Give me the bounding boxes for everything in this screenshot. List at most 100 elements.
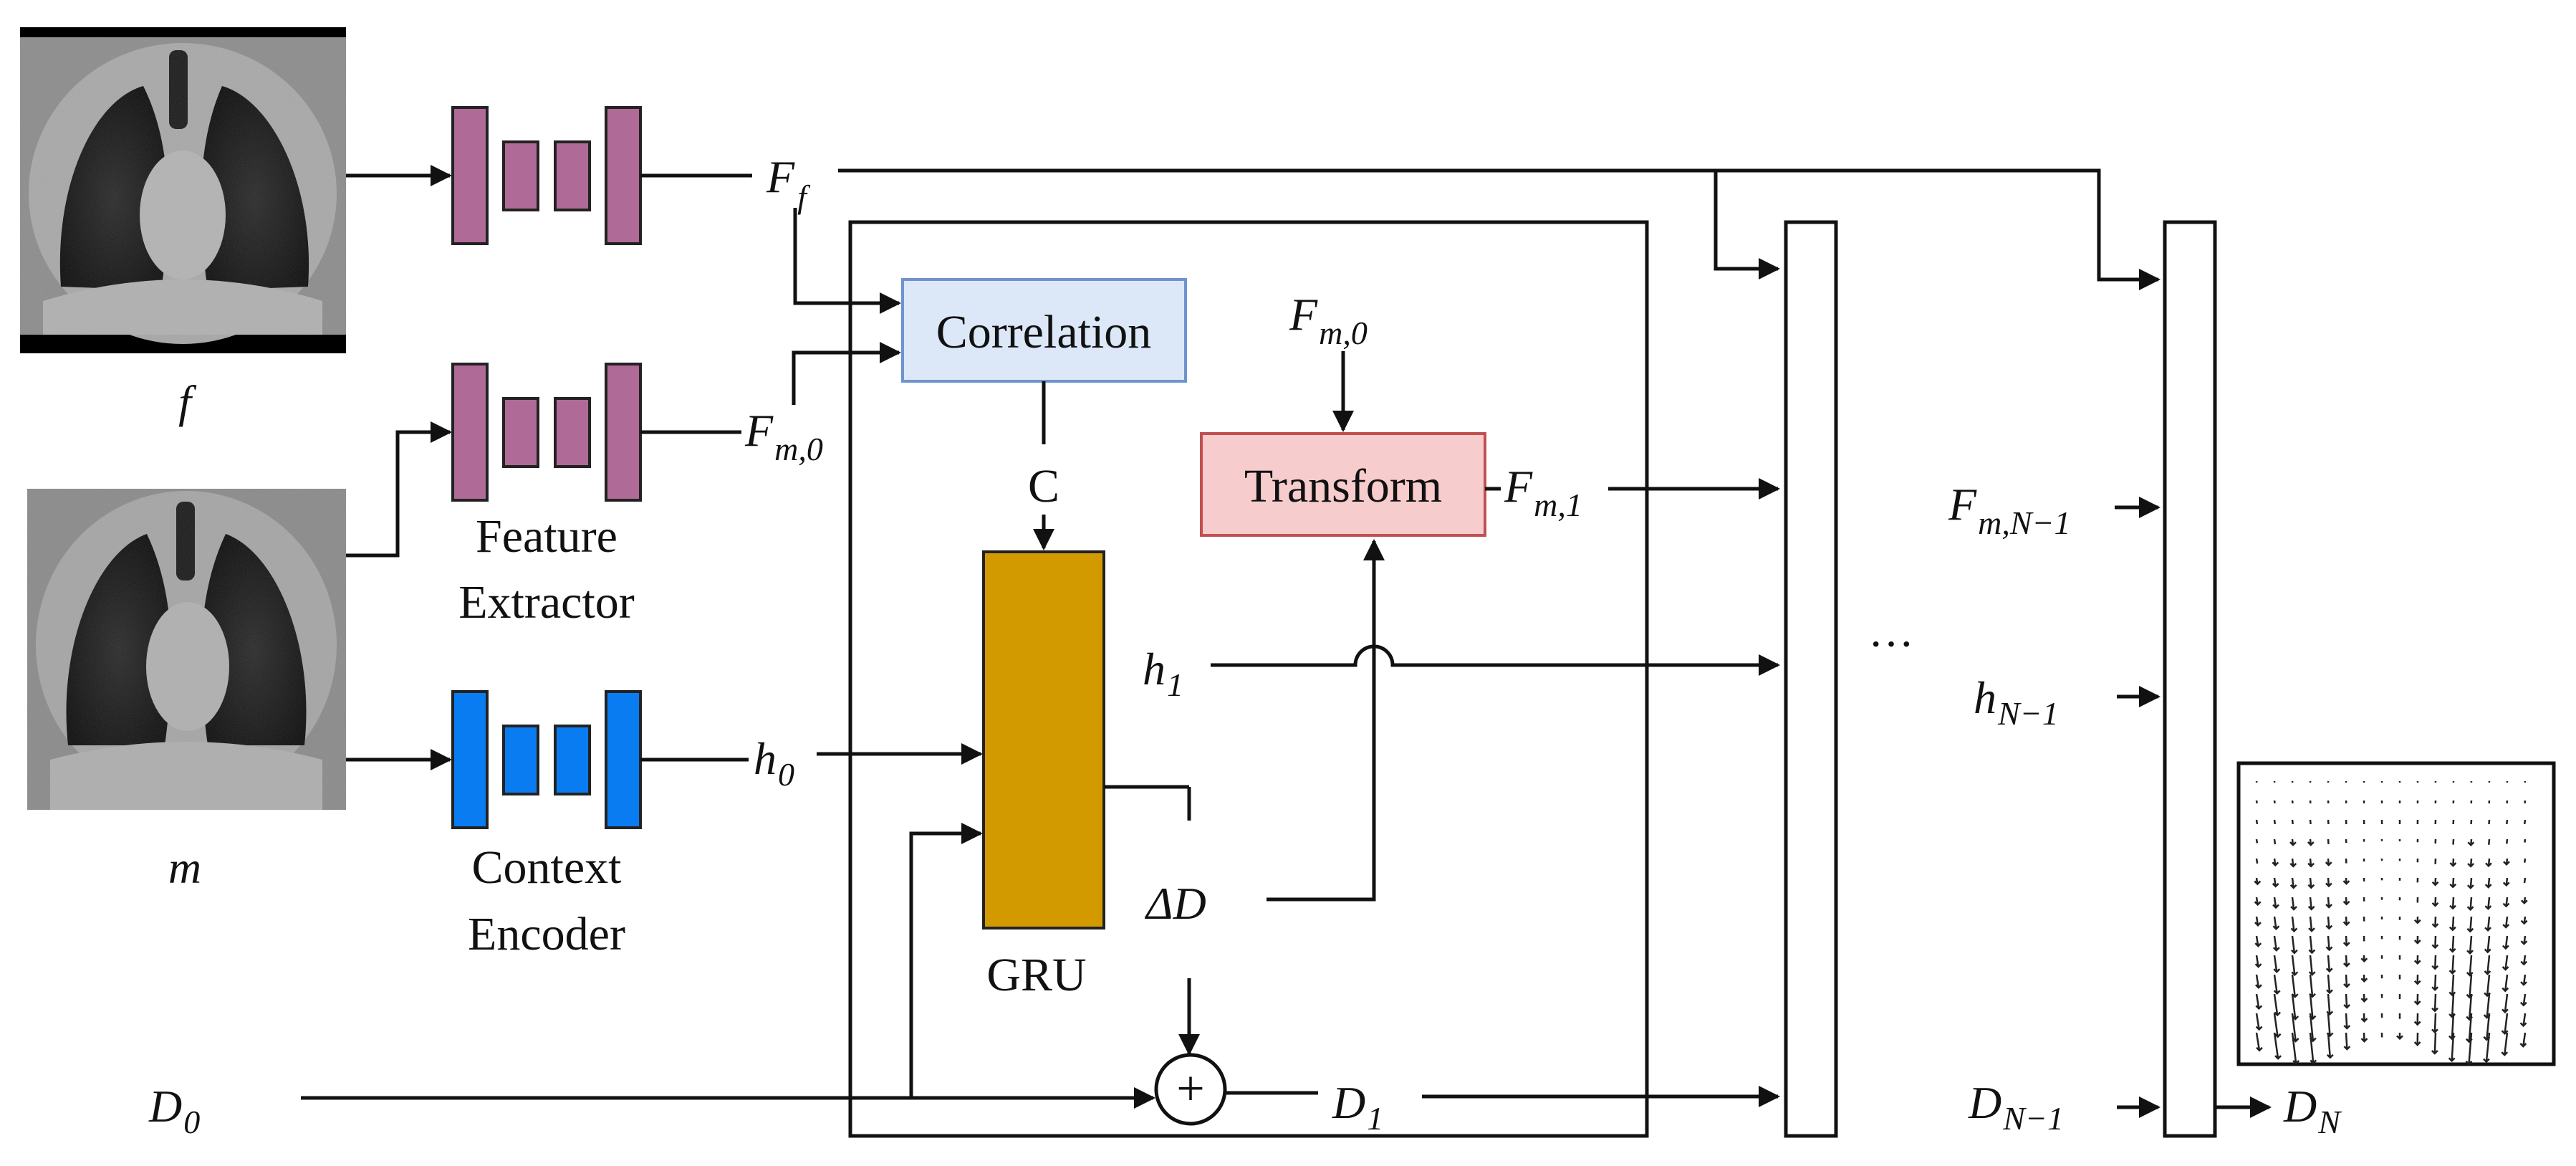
quiver-arrow <box>2327 838 2330 844</box>
quiver-arrow <box>2327 993 2331 1015</box>
quiver-arrowhead <box>2307 862 2315 868</box>
quiver-arrow <box>2504 1032 2509 1056</box>
deformation-field <box>2236 761 2556 1066</box>
quiver-arrow <box>2345 916 2347 925</box>
label-hN1: hN−1 <box>1974 672 2059 732</box>
quiver-arrow <box>2291 819 2294 825</box>
quiver-arrowhead <box>2485 862 2492 868</box>
label-Ff: Ff <box>766 151 811 215</box>
quiver-arrow <box>2345 935 2348 946</box>
quiver-arrow <box>2309 993 2314 1019</box>
quiver-arrow <box>2309 935 2313 953</box>
quiver-arrowhead <box>2255 1005 2263 1010</box>
quiver-arrowhead <box>2289 862 2297 868</box>
quiver-arrow <box>2273 1013 2279 1037</box>
context-encoder-label-2: Encoder <box>468 908 625 960</box>
quiver-arrowhead <box>2413 1041 2421 1046</box>
quiver-arrowhead <box>2343 983 2350 988</box>
label-Fm0-left: Fm,0 <box>744 405 823 467</box>
quiver-arrow <box>2345 993 2348 1008</box>
quiver-arrow <box>2327 974 2331 993</box>
context-encoder <box>451 690 642 829</box>
fixed-ct-image <box>20 27 346 353</box>
quiver-arrow <box>2434 955 2437 969</box>
quiver-arrowhead <box>2484 884 2492 889</box>
quiver-arrow <box>2451 993 2455 1018</box>
label-h0: h0 <box>754 733 794 793</box>
quiver-arrowhead <box>2360 978 2368 983</box>
quiver-arrowhead <box>2272 861 2279 867</box>
quiver-arrow <box>2451 897 2455 909</box>
iteration-block-N <box>2163 220 2217 1138</box>
quiver-arrowhead <box>2413 960 2421 965</box>
quiver-arrow <box>2327 897 2330 908</box>
quiver-arrow <box>2345 955 2348 967</box>
quiver-arrow <box>2291 897 2295 910</box>
quiver-arrowhead <box>2360 998 2368 1003</box>
quiver-arrow <box>2255 993 2260 1009</box>
quiver-arrowhead <box>2343 1025 2351 1030</box>
quiver-arrow <box>2255 955 2259 967</box>
quiver-arrowhead <box>2431 881 2439 887</box>
quiver-arrow <box>2451 1013 2455 1039</box>
quiver-arrowhead <box>2342 880 2350 885</box>
feature-extractor-label-1: Feature <box>476 510 617 563</box>
quiver-arrowhead <box>2343 1046 2351 1051</box>
quiver-arrowhead <box>2448 1057 2456 1063</box>
quiver-arrowhead <box>2449 862 2457 867</box>
quiver-arrowhead <box>2449 904 2456 910</box>
quiver-arrowhead <box>2466 884 2474 889</box>
quiver-arrowhead <box>2501 1030 2509 1035</box>
quiver-arrow <box>2345 1013 2348 1029</box>
quiver-arrowhead <box>2431 1050 2438 1055</box>
quiver-arrowhead <box>2502 902 2510 908</box>
quiver-arrow <box>2486 955 2491 975</box>
quiver-arrow <box>2522 974 2527 985</box>
quiver-arrowhead <box>2467 841 2475 846</box>
quiver-arrow <box>2486 935 2491 952</box>
quiver-arrowhead <box>2483 1058 2490 1064</box>
quiver-arrowhead <box>2290 927 2298 933</box>
quiver-arrow <box>2523 858 2527 863</box>
quiver-arrow <box>2273 838 2277 845</box>
quiver-arrow <box>2486 974 2491 996</box>
quiver-arrow <box>2327 1032 2332 1058</box>
label-h1: h1 <box>1143 644 1183 703</box>
quiver-arrowhead <box>2396 1035 2403 1041</box>
label-Fm0-top: Fm,0 <box>1289 289 1368 351</box>
quiver-arrow <box>2524 800 2527 804</box>
quiver-arrow <box>2273 935 2278 951</box>
quiver-arrow <box>2309 1013 2315 1041</box>
quiver-arrow <box>2345 1032 2348 1050</box>
quiver-arrowhead <box>2466 906 2474 912</box>
quiver-arrowhead <box>2484 905 2492 910</box>
quiver-arrowhead <box>2520 960 2528 966</box>
quiver-arrow <box>2469 916 2473 932</box>
quiver-arrowhead <box>2308 927 2315 932</box>
quiver-arrow <box>2469 935 2473 954</box>
quiver-arrow <box>2523 819 2527 825</box>
corr-output-C: C <box>1028 460 1059 512</box>
quiver-arrowhead <box>2448 926 2456 932</box>
quiver-arrow <box>2309 955 2313 975</box>
context-encoder-label-1: Context <box>472 841 622 894</box>
feature-extractor-top <box>451 106 642 245</box>
quiver-arrowhead <box>2413 980 2421 985</box>
quiver-arrowhead <box>2342 900 2350 906</box>
quiver-arrowhead <box>2431 902 2439 907</box>
quiver-arrowhead <box>2272 882 2279 888</box>
quiver-arrow <box>2522 1032 2527 1047</box>
quiver-arrowhead <box>2360 957 2368 963</box>
quiver-arrowhead <box>2520 981 2527 986</box>
quiver-arrow <box>2273 819 2277 825</box>
transform-block: Transform <box>1200 432 1486 537</box>
quiver-arrowhead <box>2325 861 2332 866</box>
quiver-arrow <box>2523 877 2527 884</box>
quiver-arrow <box>2327 955 2331 972</box>
quiver-arrowhead <box>2342 921 2350 927</box>
quiver-arrowhead <box>2325 924 2333 930</box>
quiver-arrow <box>2291 916 2295 932</box>
label-D0: D0 <box>148 1081 200 1140</box>
quiver-arrowhead <box>2272 925 2280 931</box>
quiver-arrowhead <box>2291 971 2299 977</box>
